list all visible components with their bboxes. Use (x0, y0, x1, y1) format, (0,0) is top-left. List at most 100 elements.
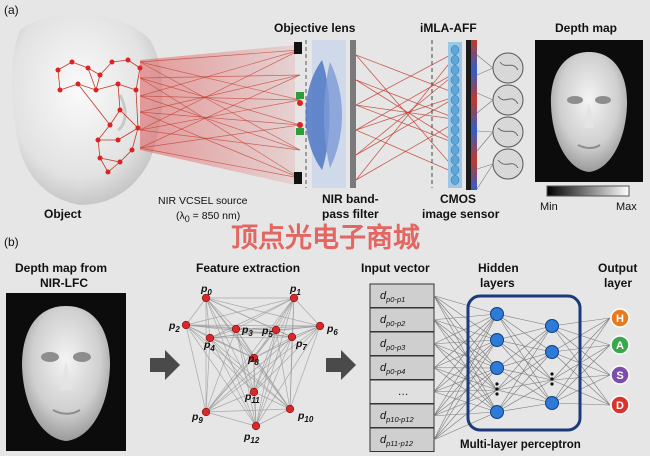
mlp-edge (433, 319, 498, 341)
feature-extraction-title: Feature extraction (196, 261, 300, 275)
landmark-point (93, 87, 99, 93)
depth-scale-bar (546, 185, 630, 197)
mlp-edge (433, 319, 498, 369)
feature-edge (235, 328, 255, 393)
input-vector-cell-label: dp0-p1 (380, 290, 405, 304)
cmos-label-1: CMOS (440, 192, 476, 206)
output-layer-title-2: layer (604, 276, 632, 290)
mlp-edge (433, 339, 498, 392)
sub-image-connectors (476, 54, 494, 190)
connector-line (476, 163, 494, 170)
mlp-edge (433, 389, 498, 393)
panel-a-label: (a) (4, 3, 19, 17)
input-nose (60, 360, 72, 390)
light-ray (139, 77, 301, 179)
microlens (450, 85, 460, 95)
mlp-edge (433, 411, 498, 441)
feature-point-label: p8 (247, 353, 259, 367)
mesh-edge (135, 89, 139, 129)
feature-edge (209, 337, 255, 393)
filter-label-1: NIR band- (322, 192, 379, 206)
mlp-box (466, 294, 582, 432)
microlens (450, 115, 460, 125)
mesh-edge (99, 157, 121, 163)
feature-point-label: p1 (289, 283, 301, 297)
feature-edge (205, 408, 291, 413)
connector-line (476, 92, 494, 101)
mesh-edge (131, 127, 139, 151)
output-layer-title-1: Output (598, 261, 637, 275)
mesh-edge (95, 83, 119, 91)
mesh-edge (99, 157, 109, 173)
input-vector-cell-label: dp0-p4 (380, 362, 405, 376)
feature-edge (253, 336, 293, 393)
microlens (450, 155, 460, 165)
mesh-edge (117, 127, 139, 141)
scale-max-label: Max (616, 201, 637, 213)
ellipsis-dot (495, 382, 499, 386)
output-node-h (610, 308, 630, 328)
light-ray (355, 119, 461, 181)
vcsel-green-1 (296, 92, 304, 99)
mlp-edge (433, 339, 498, 345)
mlp-edge (496, 325, 553, 413)
microlens (450, 105, 460, 115)
feature-edge (253, 357, 291, 410)
mlp-edge (433, 339, 498, 440)
feature-edge (255, 408, 291, 427)
feature-edge (275, 325, 321, 331)
mlp-edge (433, 313, 498, 345)
mlp-edge (433, 411, 498, 417)
feature-point-p5 (271, 325, 281, 335)
output-node-a (610, 335, 630, 355)
mesh-edge (97, 124, 111, 141)
light-ray (355, 54, 461, 96)
cmos-pixels (471, 40, 477, 190)
ellipsis-dot (550, 372, 554, 376)
input-vector-cell-label: dp0-p2 (380, 314, 406, 328)
feature-edge (253, 325, 321, 393)
feature-point-label: p9 (191, 411, 203, 425)
feature-edge (185, 324, 257, 427)
mlp-edges (433, 295, 611, 441)
mlp-edge (433, 367, 498, 393)
feature-point-label: p11 (244, 391, 260, 405)
mlp-edge (433, 343, 498, 369)
mlp-edge (496, 351, 553, 391)
input-vector-title: Input vector (361, 261, 430, 275)
object-label: Object (44, 207, 81, 221)
feature-edge (205, 297, 321, 327)
cmos-label-2: image sensor (422, 207, 500, 221)
landmark-point (85, 65, 91, 71)
feature-point-label: p5 (261, 325, 273, 339)
light-ray (139, 95, 301, 101)
light-ray (139, 49, 301, 97)
mlp-edge (496, 351, 553, 413)
hidden-node-layer1 (490, 333, 504, 347)
vcsel-red-2 (297, 122, 303, 128)
light-ray (139, 49, 301, 63)
filter-label-2: pass filter (322, 207, 379, 221)
connector-line (476, 54, 494, 69)
input-vector-cell-label: dp0-p3 (380, 338, 406, 352)
light-ray (139, 74, 301, 113)
mlp-edge (433, 339, 498, 416)
mlp-edge (496, 313, 553, 327)
depth-eye-right (595, 96, 611, 104)
feature-edge (255, 336, 293, 427)
hidden-node-layer1 (490, 405, 504, 419)
feature-edge (253, 391, 257, 427)
mesh-edge (135, 67, 141, 91)
input-vector-cell-label: dp10-p12 (380, 410, 414, 424)
mlp-nodes (490, 307, 559, 419)
mlp-edge (496, 351, 553, 369)
light-ray (139, 61, 301, 151)
mlp-edge (496, 379, 553, 413)
mesh-edge (107, 161, 121, 173)
face-landmark-mesh (55, 57, 143, 175)
hidden-node-layer1 (490, 361, 504, 375)
ellipsis-dot (495, 387, 499, 391)
feature-edge (205, 357, 255, 413)
mlp-edge (433, 295, 498, 315)
